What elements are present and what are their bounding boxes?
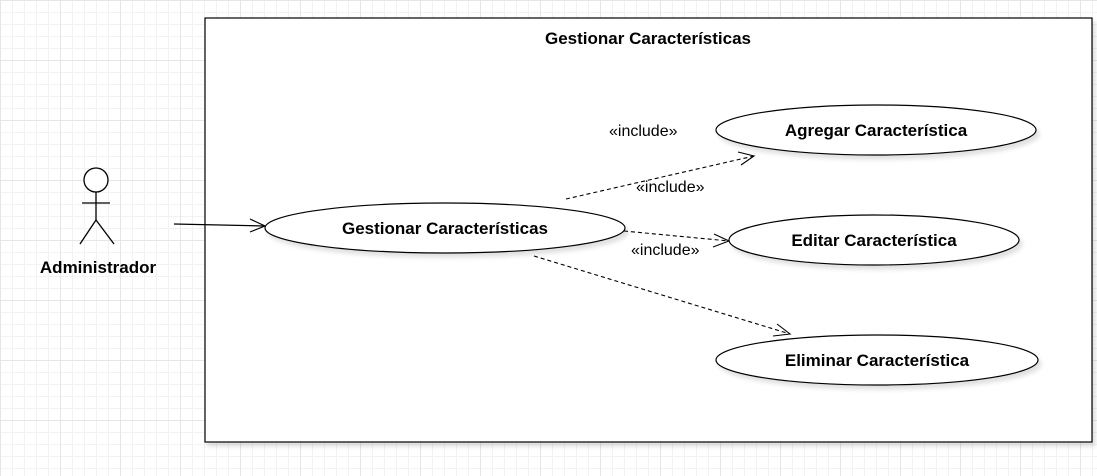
include-label-add: «include» <box>609 123 678 140</box>
include-arrow-add <box>565 151 756 200</box>
actor-label: Administrador <box>40 258 157 277</box>
use-case-main[interactable]: Gestionar Características <box>264 202 626 254</box>
use-case-edit-label: Editar Característica <box>791 231 957 250</box>
use-case-delete[interactable]: Eliminar Característica <box>715 334 1039 386</box>
use-case-add-label: Agregar Característica <box>785 121 968 140</box>
use-case-edit[interactable]: Editar Característica <box>728 214 1020 266</box>
use-case-add[interactable]: Agregar Característica <box>715 104 1037 156</box>
use-case-delete-label: Eliminar Característica <box>785 351 970 370</box>
system-title: Gestionar Características <box>545 29 751 48</box>
include-label-delete: «include» <box>631 242 700 259</box>
include-label-edit: «include» <box>636 179 705 196</box>
actor-stick-figure-icon[interactable] <box>79 167 115 245</box>
include-arrow-delete <box>533 255 792 337</box>
use-case-main-label: Gestionar Características <box>342 219 548 238</box>
